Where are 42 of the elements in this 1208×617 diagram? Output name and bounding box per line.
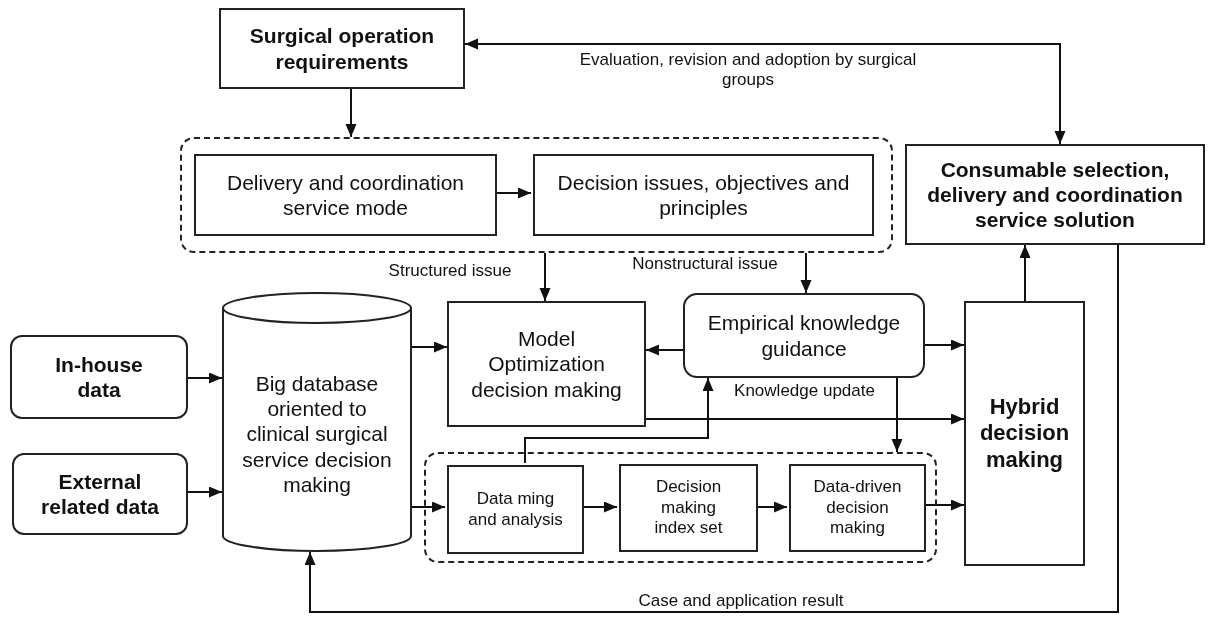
- arrow: [411, 341, 448, 353]
- node-label: Delivery and coordination service mode: [226, 169, 465, 221]
- process-box: [447, 465, 584, 554]
- process-box: [533, 154, 874, 236]
- process-box: [789, 464, 926, 552]
- arrow: [411, 501, 446, 513]
- arrow: [645, 344, 684, 356]
- node-label: Consumable selection, delivery and coordination service solution: [926, 156, 1184, 233]
- arrow: [891, 377, 903, 453]
- arrow: [187, 486, 223, 498]
- process-box: [219, 8, 465, 89]
- arrow: [345, 88, 357, 138]
- arrow: [924, 339, 965, 351]
- node-label: Decision issues, objectives and principles: [556, 169, 851, 221]
- process-box: [905, 144, 1205, 245]
- process-box: [619, 464, 758, 552]
- arrow: [1019, 244, 1031, 302]
- arrow: [800, 252, 812, 294]
- node-label: Surgical operation requirements: [248, 23, 436, 74]
- process-box: [447, 301, 646, 427]
- arrow: [539, 252, 551, 302]
- arrow: [645, 413, 965, 425]
- node-label: External related data: [40, 468, 160, 520]
- dashed-group-box: [180, 137, 893, 253]
- process-box: [194, 154, 497, 236]
- rounded-box: [12, 453, 188, 535]
- rounded-box: [683, 293, 925, 378]
- arrow: [304, 244, 1119, 613]
- arrow: [464, 38, 1066, 145]
- node-label: Data ming and analysis: [467, 489, 564, 530]
- rounded-box: [10, 335, 188, 419]
- node-label: Hybrid decision making: [978, 393, 1071, 474]
- node-label: Data-driven decision making: [812, 477, 903, 539]
- node-label: In-house data: [54, 351, 144, 403]
- process-box: [964, 301, 1085, 566]
- node-label: Big database oriented to clinical surgical service decision making: [241, 371, 393, 497]
- node-label: Empirical knowledge guidance: [706, 310, 902, 361]
- arrow: [187, 372, 223, 384]
- arrow: [524, 377, 714, 464]
- node-label: Model Optimization decision making: [470, 326, 623, 402]
- node-label: Decision making index set: [653, 477, 724, 539]
- dashed-group-box: [424, 452, 937, 563]
